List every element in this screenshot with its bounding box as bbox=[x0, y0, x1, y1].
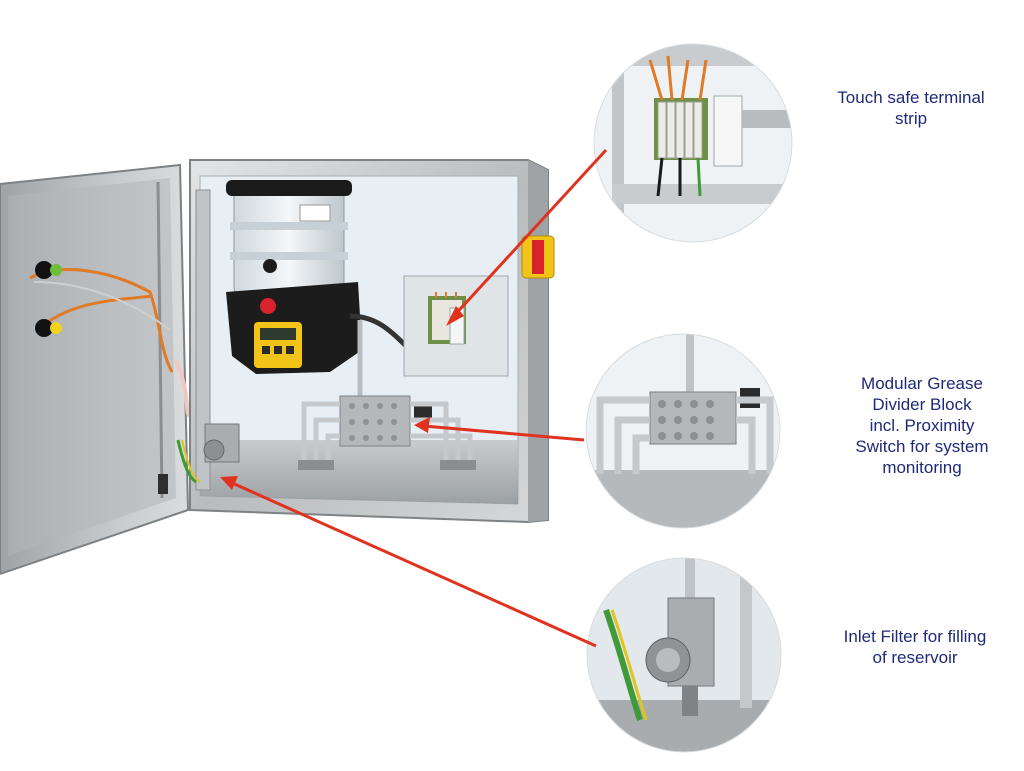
proximity-switch bbox=[414, 404, 432, 418]
arrow-terminal bbox=[446, 148, 608, 326]
callout-line: Divider Block bbox=[872, 395, 972, 414]
callout-inlet-filter: Inlet Filter for filling of reservoir bbox=[820, 626, 1010, 668]
pump-reset-button bbox=[260, 298, 276, 314]
callout-line: Switch for system bbox=[855, 437, 989, 456]
divider-block bbox=[298, 320, 476, 470]
door-connector-bottom bbox=[35, 319, 62, 337]
callout-line: of reservoir bbox=[872, 648, 958, 667]
terminal-strip bbox=[403, 275, 509, 377]
callout-divider-block: Modular Grease Divider Block incl. Proxi… bbox=[842, 373, 1002, 478]
callout-line: Inlet Filter for filling bbox=[843, 627, 987, 646]
zoom-inlet-filter bbox=[586, 557, 782, 753]
callout-line: monitoring bbox=[882, 458, 962, 477]
callout-line: Modular Grease bbox=[861, 374, 983, 393]
inlet-filter bbox=[176, 423, 240, 484]
callout-line: incl. Proximity bbox=[869, 416, 975, 435]
door-label-plate bbox=[158, 474, 168, 494]
callout-line: strip bbox=[894, 109, 928, 128]
door-connector-top bbox=[35, 261, 62, 279]
zoom-divider-block bbox=[585, 333, 781, 529]
callout-line: Touch safe terminal bbox=[837, 88, 985, 107]
callout-terminal-strip: Touch safe terminal strip bbox=[818, 87, 1004, 129]
enclosure-door bbox=[0, 163, 216, 576]
grease-pump bbox=[226, 180, 407, 374]
zoom-terminal-strip bbox=[593, 43, 793, 243]
arrow-filter bbox=[220, 476, 597, 648]
arrow-divider bbox=[414, 417, 585, 442]
main-isolator-switch bbox=[521, 235, 555, 279]
